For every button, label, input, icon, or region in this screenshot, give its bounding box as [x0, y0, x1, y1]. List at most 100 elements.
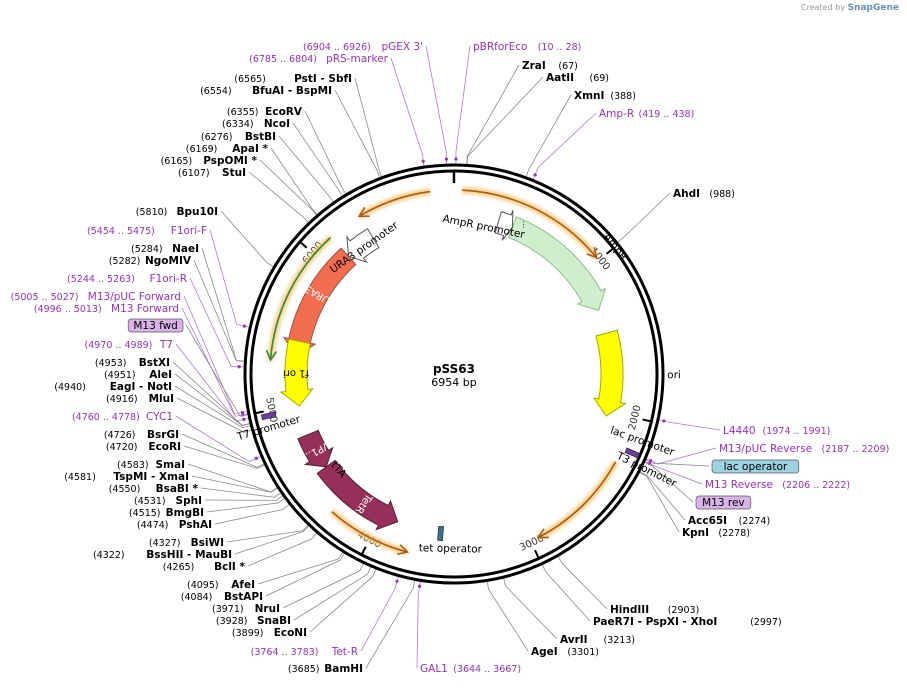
site-ngomiv[interactable]: NgoMIV(5282) [109, 255, 192, 267]
site-tet-r[interactable]: Tet-R(3764 .. 3783) [251, 646, 358, 658]
site-ncoi[interactable]: NcoI(6334) [222, 118, 290, 130]
site-bstapi[interactable]: BstAPI(4084) [181, 591, 263, 603]
site-bstbi[interactable]: BstBI(6276) [201, 131, 276, 143]
site-prs-marker[interactable]: pRS-marker(6785 .. 6804) [249, 53, 389, 65]
site-avrii[interactable]: AvrII(3213) [560, 634, 635, 646]
site-alei[interactable]: AleI(4951) [104, 369, 172, 381]
leader-line [304, 110, 347, 195]
svg-text:(2206 .. 2222): (2206 .. 2222) [782, 480, 850, 491]
site-psti-sbfi[interactable]: PstI - SbfI(6565) [234, 73, 352, 85]
svg-text:M13 Reverse: M13 Reverse [705, 479, 773, 491]
site-m13-puc-reverse[interactable]: M13/pUC Reverse(2187 .. 2209) [719, 443, 889, 455]
site-bsshii-maubi[interactable]: BssHII - MauBI(4322) [93, 549, 232, 561]
svg-text:SmaI: SmaI [156, 459, 186, 471]
site-m13-fwd[interactable]: M13 fwd [127, 318, 184, 333]
site-f1ori-f[interactable]: F1ori-F(5454 .. 5475) [87, 225, 207, 237]
site-paer7i-pspxi-xhoi[interactable]: PaeR7I - PspXI - XhoI(2997) [593, 616, 782, 628]
leader-line [541, 564, 591, 622]
svg-text:Amp-R: Amp-R [599, 108, 634, 120]
svg-text:(4474): (4474) [137, 520, 169, 531]
svg-text:NgoMIV: NgoMIV [145, 255, 192, 267]
site-ecori[interactable]: EcoRI(4720) [106, 441, 181, 453]
feature-ampr [507, 216, 607, 311]
svg-text:Bpu10I: Bpu10I [176, 206, 218, 218]
site-bstxi[interactable]: BstXI(4953) [95, 357, 170, 369]
svg-text:BstBI: BstBI [245, 131, 276, 143]
leader-line [234, 525, 310, 555]
site-bsrgi[interactable]: BsrGI(4726) [104, 429, 179, 441]
svg-text:F1ori-F: F1ori-F [171, 225, 207, 237]
site-amp-r[interactable]: Amp-R(419 .. 438) [599, 108, 694, 120]
site-zrai[interactable]: ZraI(67) [522, 60, 578, 72]
site-agei[interactable]: AgeI(3301) [531, 646, 599, 658]
site-bsabi[interactable]: BsaBI *(4550) [109, 483, 199, 495]
site-l4440[interactable]: L4440(1974 .. 1991) [723, 425, 830, 437]
site-mlui[interactable]: MluI(4916) [106, 393, 174, 405]
site-pspomi[interactable]: PspOMI *(6165) [161, 155, 258, 167]
svg-text:(6565): (6565) [234, 74, 266, 85]
leader-line [525, 94, 572, 177]
site-hindiii[interactable]: HindIII(2903) [610, 604, 699, 616]
site-apai[interactable]: ApaI *(6169) [186, 143, 269, 155]
site-bsiwi[interactable]: BsiWI(4327) [149, 537, 224, 549]
site-gal1[interactable]: GAL1(3644 .. 3667) [420, 663, 521, 675]
svg-text:AhdI: AhdI [673, 188, 700, 200]
leader-line [175, 343, 249, 422]
site-t7[interactable]: T7(4970 .. 4989) [85, 339, 173, 351]
leader-line [365, 580, 416, 669]
site-snabi[interactable]: SnaBI(3928) [216, 615, 291, 627]
svg-text:Tet-R: Tet-R [331, 646, 358, 658]
site-ecorv[interactable]: EcoRV(6355) [227, 106, 303, 118]
site-m13-puc-forward[interactable]: M13/pUC Forward(5005 .. 5027) [11, 291, 181, 303]
site-smai[interactable]: SmaI(4583) [117, 459, 185, 471]
leader-line [174, 373, 251, 427]
site-m13-rev[interactable]: M13 rev [695, 495, 752, 510]
svg-text:(4940): (4940) [54, 382, 86, 393]
site-aatii[interactable]: AatII(69) [546, 72, 609, 84]
site-bfuai-bspmi[interactable]: BfuAI - BspMI(6554) [200, 85, 332, 97]
site-bpu10i[interactable]: Bpu10I (5810) [136, 206, 218, 218]
site-ahdi[interactable]: AhdI (988) [673, 188, 735, 200]
site-tspmi-xmai[interactable]: TspMI - XmaI(4581) [64, 471, 189, 483]
site-nrui[interactable]: NruI(3971) [212, 603, 280, 615]
feature-tick [444, 157, 449, 161]
site-lac-operator[interactable]: lac operator [711, 459, 800, 474]
svg-text:(5810): (5810) [136, 207, 168, 218]
site-bcli[interactable]: BclI *(4265) [163, 561, 246, 573]
leader-line [204, 495, 284, 501]
site-bamhi[interactable]: BamHI(3685) [288, 663, 363, 675]
site-m13-forward[interactable]: M13 Forward(4996 .. 5013) [34, 303, 179, 315]
site-pshai[interactable]: PshAI (4474) [137, 519, 212, 531]
site-eagi-noti[interactable]: EagI - NotI(4940) [54, 381, 172, 393]
site-kpni[interactable]: KpnI(2278) [682, 527, 750, 539]
svg-text:BstAPI: BstAPI [224, 591, 263, 603]
site-acc65i[interactable]: Acc65I(2274) [688, 515, 770, 527]
site-econi[interactable]: EcoNI(3899) [232, 627, 307, 639]
svg-text:(4970 .. 4989): (4970 .. 4989) [85, 340, 153, 351]
site-f1ori-r[interactable]: F1ori-R(5244 .. 5263) [67, 273, 187, 285]
site-afei[interactable]: AfeI(4095) [187, 579, 255, 591]
svg-text:BsaBI *: BsaBI * [156, 483, 199, 495]
site-cyc1[interactable]: CYC1(4760 .. 4778) [72, 411, 173, 423]
svg-text:(988): (988) [709, 189, 735, 200]
site-xmni[interactable]: XmnI(388) [574, 90, 636, 102]
site-pgex-3[interactable]: pGEX 3'(6904 .. 6926) [303, 41, 423, 53]
site-bmgbi[interactable]: BmgBI(4515) [129, 507, 204, 519]
svg-text:BclI *: BclI * [214, 561, 245, 573]
leader-line [282, 563, 364, 609]
site-stui[interactable]: StuI(6107) [178, 167, 246, 179]
site-pbrforeco[interactable]: pBRforEco(10 .. 28) [473, 41, 581, 53]
svg-text:lac operator: lac operator [724, 461, 788, 473]
leader-line [248, 171, 309, 223]
svg-text:(67): (67) [558, 61, 578, 72]
svg-text:PshAI: PshAI [179, 519, 212, 531]
site-m13-reverse[interactable]: M13 Reverse (2206 .. 2222) [705, 479, 850, 491]
svg-text:(6355): (6355) [227, 107, 259, 118]
svg-text:(6554): (6554) [200, 86, 232, 97]
site-naei[interactable]: NaeI(5284) [131, 243, 199, 255]
svg-text:(2274): (2274) [739, 516, 771, 527]
site-sphi[interactable]: SphI(4531) [134, 495, 202, 507]
svg-text:pRS-marker: pRS-marker [326, 53, 389, 65]
svg-text:(3213): (3213) [604, 635, 636, 646]
svg-text:PspOMI *: PspOMI * [203, 155, 257, 167]
